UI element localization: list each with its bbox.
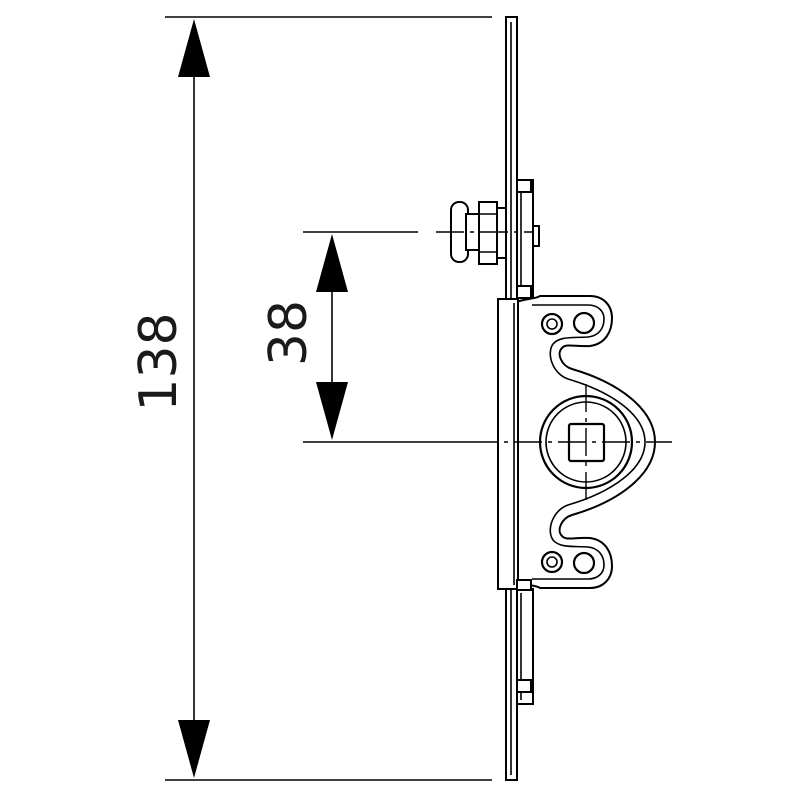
upper-housing-tab-bottom bbox=[516, 285, 532, 299]
cylinder-knob bbox=[450, 201, 507, 265]
upper-latch-housing bbox=[516, 179, 540, 299]
knob-washer bbox=[496, 207, 507, 259]
follower-inner-contour bbox=[532, 304, 646, 580]
overall-height-dimension: 138 bbox=[129, 16, 492, 781]
arrowhead-bottom bbox=[178, 720, 210, 778]
knob-nut bbox=[478, 201, 498, 265]
upper-screw-hole-right bbox=[572, 311, 596, 335]
lower-housing bbox=[516, 579, 534, 705]
upper-housing-block bbox=[516, 179, 534, 299]
upper-housing-lip bbox=[532, 225, 540, 247]
lower-screw-hole-left bbox=[540, 550, 564, 574]
spindle-offset-dimension: 38 bbox=[259, 231, 470, 443]
arrowhead-top bbox=[178, 19, 210, 77]
arrowhead-lower bbox=[316, 382, 348, 440]
case-plate bbox=[497, 298, 519, 590]
upper-housing-tab-top bbox=[516, 179, 532, 193]
arrowhead-upper bbox=[316, 234, 348, 292]
dimension-label-38: 38 bbox=[259, 300, 319, 366]
lower-screw-hole-right bbox=[572, 551, 596, 575]
dimension-label-138: 138 bbox=[129, 312, 189, 411]
upper-screw-hole-left bbox=[540, 312, 564, 336]
